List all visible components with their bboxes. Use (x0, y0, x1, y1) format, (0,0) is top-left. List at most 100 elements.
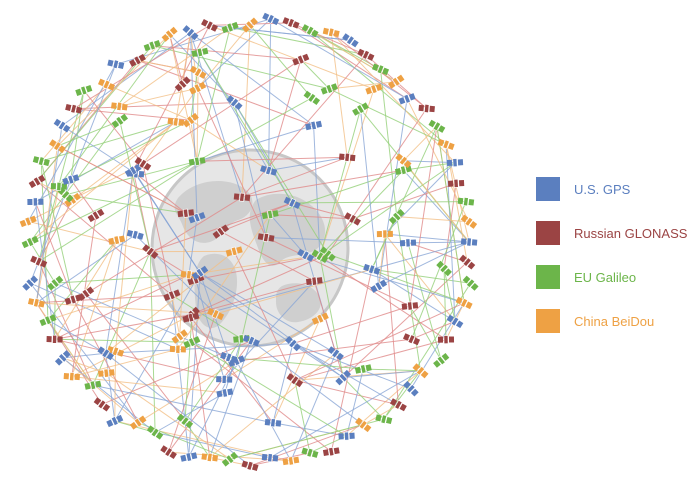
orbit-link (191, 253, 328, 315)
orbit-link (73, 102, 235, 110)
satellite-icon (301, 447, 319, 458)
orbit-link (92, 251, 151, 386)
satellite-icon (338, 152, 356, 162)
orbit-link (135, 173, 187, 214)
satellite-icon (437, 138, 455, 150)
orbit-link (188, 217, 198, 275)
orbit-link (403, 125, 438, 162)
orbit-link (410, 302, 465, 389)
orbit-link (234, 102, 329, 255)
orbit-link (407, 242, 442, 361)
legend-item-glonass: Russian GLONASS (536, 220, 687, 246)
satellite-icon (301, 24, 319, 38)
satellite-icon (174, 76, 191, 92)
orbit-link (169, 34, 184, 85)
orbit-link (371, 241, 470, 270)
orbit-link (190, 32, 198, 218)
orbit-link (209, 24, 375, 90)
satellite-icon (182, 112, 199, 128)
satellite-icon (311, 312, 329, 325)
orbit-link (384, 233, 456, 322)
satellite-icon (176, 413, 194, 429)
satellite-icon (171, 329, 188, 344)
satellite-icon (354, 364, 372, 374)
satellite-icon (335, 369, 352, 386)
orbit-link (65, 160, 198, 196)
satellite-icon (283, 196, 301, 209)
satellite-icon (446, 314, 464, 329)
orbit-link (313, 125, 321, 257)
orbit-link (195, 279, 344, 379)
orbit-link (85, 293, 186, 422)
orbit-link (114, 272, 201, 422)
orbit-link (362, 404, 399, 426)
orbit-link (236, 338, 412, 362)
satellite-icon (163, 289, 181, 301)
orbit-link (292, 202, 353, 220)
orbit-link (220, 231, 315, 282)
legend-swatch-gps (536, 177, 560, 201)
satellite-icon (27, 197, 44, 207)
orbit-link (36, 234, 136, 304)
orbit-link (54, 313, 193, 340)
legend-item-beidou: China BeiDou (536, 308, 654, 334)
orbit-link (241, 156, 348, 198)
orbit-link (383, 282, 472, 420)
orbit-link (249, 24, 313, 99)
orbit-link (270, 18, 408, 100)
orbit-link (38, 90, 85, 262)
orbit-link (196, 97, 313, 162)
satellite-icon (22, 275, 39, 291)
orbit-link (38, 199, 74, 262)
orbit-link (363, 368, 421, 372)
satellite-icon (177, 208, 195, 218)
orbit-link (175, 32, 191, 122)
orbit-link (268, 156, 348, 171)
satellite-icon (47, 275, 64, 291)
satellite-icon (169, 344, 186, 354)
satellite-icon (446, 158, 464, 168)
satellite-icon (110, 101, 128, 111)
orbit-link (272, 343, 294, 423)
orbit-link (137, 59, 199, 73)
satellite-icon (371, 63, 390, 76)
legend-item-galileo: EU Galileo (536, 264, 636, 290)
satellite-icon (50, 182, 67, 191)
orbit-link (132, 170, 201, 274)
satellite-icon (53, 118, 71, 133)
legend-swatch-glonass (536, 221, 560, 245)
orbit-link (171, 295, 181, 337)
satellite-icon (242, 334, 260, 347)
orbit-link (319, 255, 447, 341)
orbit-link (241, 54, 367, 198)
orbit-link (199, 52, 270, 171)
satellite-icon (327, 346, 344, 361)
orbit-link (105, 251, 235, 354)
orbit-link (38, 160, 198, 263)
orbit-link (152, 45, 330, 90)
orbit-link (41, 121, 176, 162)
satellite-icon (216, 375, 233, 384)
orbit-link (71, 313, 193, 378)
satellite-icon (338, 431, 355, 441)
orbit-link (330, 32, 348, 158)
legend-swatch-galileo (536, 265, 560, 289)
satellite-icon (84, 380, 102, 390)
satellite-icon (126, 229, 144, 240)
orbit-link (197, 87, 267, 238)
satellite-icon (160, 445, 177, 459)
orbit-link (294, 302, 465, 381)
satellite-icon (264, 418, 282, 428)
satellite-icon (75, 85, 93, 96)
orbit-link (142, 59, 302, 165)
satellite-icon (455, 296, 473, 310)
satellite-icon (106, 414, 124, 428)
satellite-icon (65, 103, 83, 114)
orbit-link (403, 169, 470, 243)
orbit-link (35, 125, 63, 303)
orbit-link (294, 380, 311, 453)
orbit-link (396, 216, 469, 223)
orbit-link (70, 179, 97, 216)
satellite-icon (305, 276, 323, 286)
